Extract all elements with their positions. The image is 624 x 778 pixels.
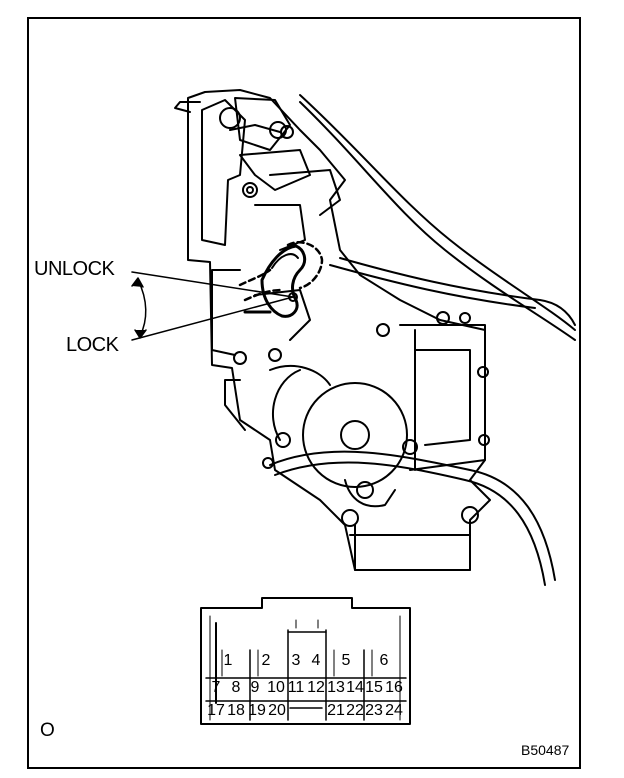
figure-code: B50487 (521, 742, 570, 758)
lock-label: LOCK (66, 334, 119, 356)
connector-pin-1: 1 (223, 652, 233, 669)
connector-pin-11: 11 (287, 679, 305, 696)
connector-pin-5: 5 (341, 652, 351, 669)
connector-pin-14: 14 (346, 679, 364, 696)
connector-pin-20: 20 (268, 702, 286, 719)
connector-pin-3: 3 (291, 652, 301, 669)
connector-pin-17: 17 (207, 702, 225, 719)
connector-pin-7: 7 (211, 679, 221, 696)
connector-pin-23: 23 (365, 702, 383, 719)
connector-pin-21: 21 (327, 702, 345, 719)
unlock-label: UNLOCK (34, 258, 115, 280)
connector-pin-12: 12 (307, 679, 325, 696)
connector-pin-2: 2 (261, 652, 271, 669)
connector-pin-9: 9 (250, 679, 260, 696)
connector-pin-16: 16 (385, 679, 403, 696)
connector-pin-22: 22 (346, 702, 364, 719)
connector-pin-10: 10 (267, 679, 285, 696)
screw-holes (219, 107, 490, 527)
lock-direction-indicator (131, 271, 294, 341)
figure-frame (27, 17, 581, 769)
connector-outline (200, 597, 411, 725)
connector-pin-6: 6 (379, 652, 389, 669)
lock-cables (269, 94, 576, 586)
connector-pin-15: 15 (365, 679, 383, 696)
side-marker: O (40, 720, 55, 741)
connector-pin-4: 4 (311, 652, 321, 669)
connector-pin-19: 19 (248, 702, 266, 719)
connector-pin-13: 13 (327, 679, 345, 696)
connector-pin-8: 8 (231, 679, 241, 696)
lock-motor (269, 365, 408, 508)
connector-pin-18: 18 (227, 702, 245, 719)
lock-housing (174, 89, 491, 571)
connector-pin-24: 24 (385, 702, 403, 719)
lock-lever (238, 241, 324, 318)
